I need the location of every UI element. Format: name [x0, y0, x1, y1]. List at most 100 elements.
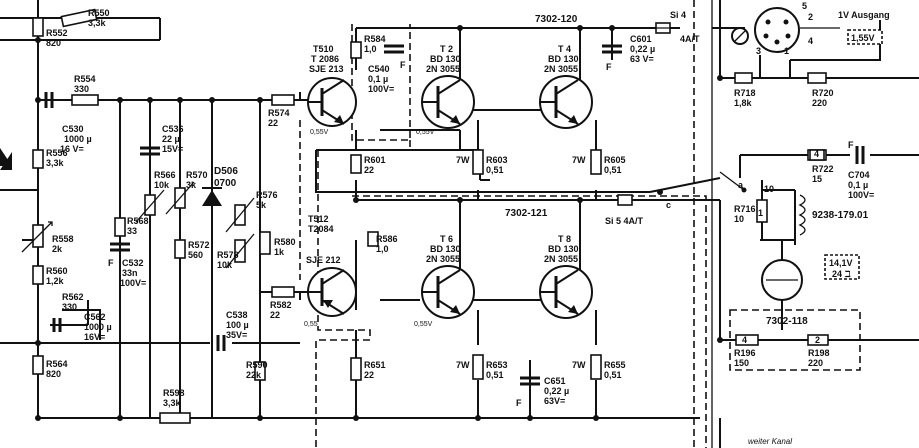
r566-name: R566: [154, 170, 176, 180]
pin-5: 5: [802, 1, 807, 11]
bottom-note: weiter Kanal: [748, 437, 792, 446]
r720-value: 220: [812, 98, 827, 108]
t512-type: T2084: [308, 224, 334, 234]
r653-name: R653: [486, 360, 508, 370]
pin-4: 4: [808, 36, 813, 46]
r580-name: R580: [274, 237, 296, 247]
transistor-t2: [421, 75, 475, 129]
t6-equiv: 2N 3055: [426, 254, 460, 264]
r196-name: R196: [734, 348, 756, 358]
diodes: [0, 148, 222, 206]
r603-wattage: 7W: [456, 155, 470, 165]
c562-name: C562: [84, 312, 106, 322]
r566-value: 10k: [154, 180, 170, 190]
transistor-t4: [539, 75, 593, 129]
r584-value: 1,0: [364, 44, 377, 54]
c601-f-mark: F: [606, 62, 612, 72]
c536-name: C536: [162, 124, 184, 134]
c651-f-mark: F: [516, 398, 522, 408]
r653-wattage: 7W: [456, 360, 470, 370]
r552-name: R552: [46, 28, 68, 38]
c562-voltage: 16V=: [84, 332, 105, 342]
t512-name: T512: [308, 214, 329, 224]
t8-equiv: 2N 3055: [544, 254, 578, 264]
c530-voltage: 16 V=: [60, 144, 84, 154]
module-7302-118: 7302-118: [766, 316, 808, 327]
r196-value: 150: [734, 358, 749, 368]
coil-1: 1: [758, 208, 763, 218]
c601-voltage: 63 V=: [630, 54, 654, 64]
c601-value: 0,22 µ: [630, 44, 655, 54]
module-outlines: [299, 0, 861, 448]
fuse-si4-rating: 4A/T: [680, 34, 700, 44]
r722-name: R722: [812, 164, 834, 174]
c562-value: 1000 µ: [84, 322, 112, 332]
r568-value: 33: [127, 226, 137, 236]
r562-value: 330: [62, 302, 77, 312]
r590-name: R590: [246, 360, 268, 370]
r574-value: 22: [268, 118, 278, 128]
r653-value: 0,51: [486, 370, 504, 380]
r601-name: R601: [364, 155, 386, 165]
r558-name: R558: [52, 234, 74, 244]
r718-value: 1,8k: [734, 98, 753, 108]
r655-name: R655: [604, 360, 626, 370]
t2-equiv: 2N 3055: [426, 64, 460, 74]
switch-a: a: [738, 180, 744, 190]
box-2: 2: [815, 335, 820, 345]
transistor-t512: [307, 267, 357, 317]
r655-value: 0,51: [604, 370, 622, 380]
c540-voltage: 100V=: [368, 84, 394, 94]
d506-type: 0700: [214, 178, 237, 189]
t510-name: T510: [313, 44, 334, 54]
r568-name: R568: [127, 216, 149, 226]
r550-name: R550: [88, 8, 110, 18]
c536-value: 22 µ: [162, 134, 180, 144]
lamp-rating-box: [824, 254, 860, 280]
misc-components: [617, 7, 883, 301]
r560-value: 1,2k: [46, 276, 65, 286]
transistor-t6: [421, 265, 475, 319]
c538-name: C538: [226, 310, 248, 320]
r578-value: 10k: [217, 260, 233, 270]
r582-value: 22: [270, 310, 280, 320]
t510-equiv: SJE 213: [309, 64, 344, 74]
r576-name: R576: [256, 190, 278, 200]
c651-value: 0,22 µ: [544, 386, 569, 396]
relay-coil: [798, 194, 806, 236]
r651-value: 22: [364, 370, 374, 380]
box-4: 4: [742, 335, 747, 345]
transistor-t8: [539, 265, 593, 319]
r584-name: R584: [364, 34, 386, 44]
t6-voltage: 0,55V: [414, 321, 433, 328]
r572-name: R572: [188, 240, 210, 250]
r570-name: R570: [186, 170, 208, 180]
pin-3: 3: [756, 46, 761, 56]
c532-voltage: 100V=: [120, 278, 146, 288]
r603-name: R603: [486, 155, 508, 165]
c532-name: C532: [122, 258, 144, 268]
t4-equiv: 2N 3055: [544, 64, 578, 74]
c540-name: C540: [368, 64, 390, 74]
lamp-voltage: 14,1V: [829, 258, 853, 268]
din-output-socket: [754, 7, 800, 53]
t8-name: T 8: [558, 234, 571, 244]
r586-value: 1,0: [376, 244, 389, 254]
t2-voltage: 0,55V: [416, 129, 435, 136]
r586-name: R586: [376, 234, 398, 244]
c532-value: 33n: [122, 268, 138, 278]
r564-value: 820: [46, 369, 61, 379]
relay-number: 9238-179.01: [812, 210, 869, 221]
output-title: 1V Ausgang: [838, 10, 890, 20]
r601-value: 22: [364, 165, 374, 175]
c601-name: C601: [630, 34, 652, 44]
output-level-box: [847, 29, 883, 45]
t8-type: BD 130: [548, 244, 579, 254]
fuse-si5: [617, 194, 633, 206]
c532-f-mark: F: [108, 258, 114, 268]
c538-voltage: 35V=: [226, 330, 247, 340]
transistor-t510: [307, 77, 357, 127]
c704-value: 0,1 µ: [848, 180, 868, 190]
r198-name: R198: [808, 348, 830, 358]
